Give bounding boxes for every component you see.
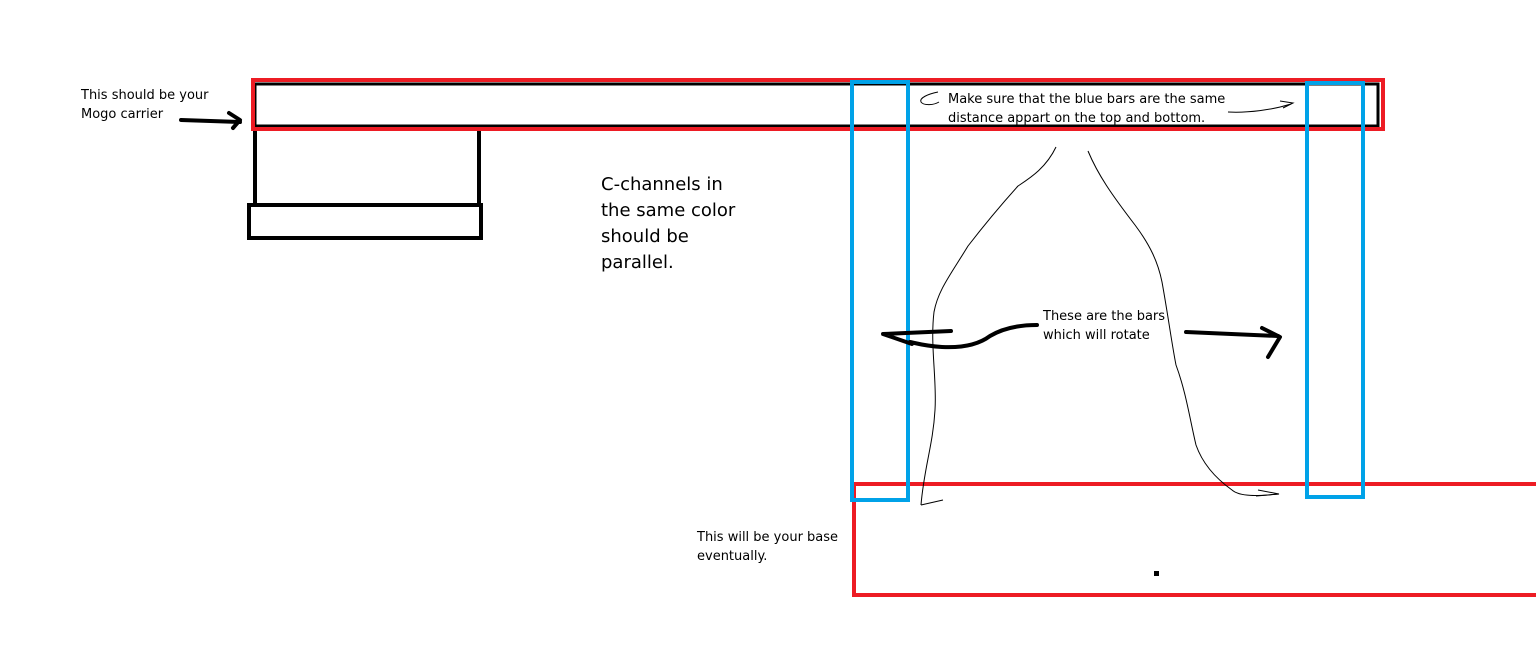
rotation-arc <box>920 146 1280 506</box>
blue-bars-note-arrows <box>920 91 1295 113</box>
left-blue-bar <box>850 80 910 502</box>
base-note: This will be your base eventually. <box>697 530 839 564</box>
blue-bars <box>850 80 1365 502</box>
right-rotate-arrow-head <box>1260 326 1282 359</box>
note-right-arrow-line <box>1227 103 1292 113</box>
red-c-channels <box>251 78 1536 597</box>
note-left-curl <box>920 91 940 106</box>
note-right-arrowhead <box>1279 100 1295 109</box>
right-rotate-arrow-shaft <box>1184 330 1280 338</box>
mogo-carrier-note: This should be your Mogo carrier <box>81 88 209 122</box>
right-blue-bar <box>1305 81 1365 499</box>
arc-right-arrowhead <box>1255 489 1280 497</box>
base-dot <box>1154 571 1159 576</box>
mogo-plate <box>247 203 483 240</box>
left-rotate-arrow-shaft <box>908 323 1039 350</box>
blue-bars-note: Make sure that the blue bars are the sam… <box>948 92 1226 126</box>
thick-arrows <box>179 111 1282 359</box>
arc-right-line <box>1087 150 1280 496</box>
mogo-arrow-head <box>227 111 242 130</box>
top-red-c-channel <box>251 78 1385 131</box>
left-rotate-arrow-head <box>881 329 953 346</box>
bottom-red-c-channel <box>852 482 1536 597</box>
c-channels-note: C-channels in the same color should be p… <box>601 174 736 273</box>
rotating-bars-note: These are the bars which will rotate <box>1043 309 1166 343</box>
mogo-arrow-shaft <box>179 118 242 124</box>
arc-left-line <box>920 146 1057 506</box>
arc-left-arrowhead <box>920 499 944 506</box>
